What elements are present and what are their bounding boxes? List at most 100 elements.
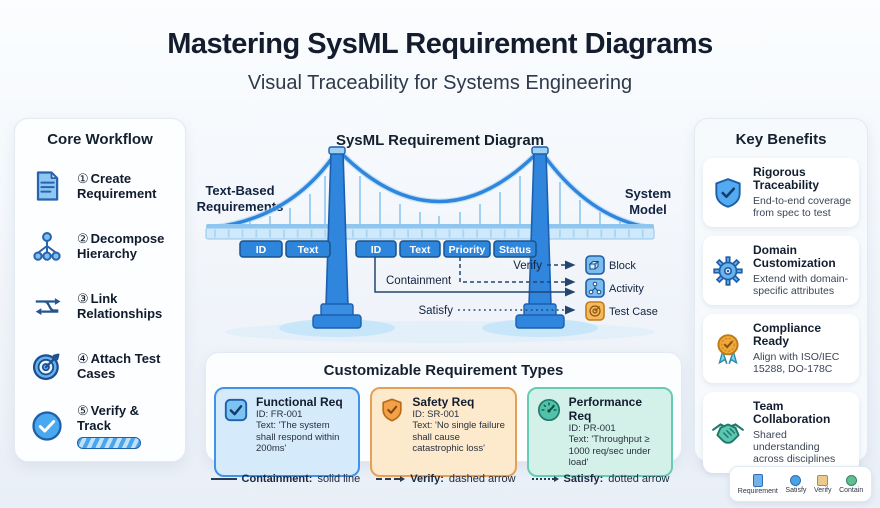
cell-text-left: Text xyxy=(298,244,319,256)
requirement-types-panel: Customizable Requirement Types Functiona… xyxy=(205,352,682,477)
progress-bar xyxy=(77,437,141,450)
dashed-arrow-2 xyxy=(459,257,576,287)
mini-legend-satisfy: Satisfy xyxy=(785,474,807,494)
bridge-diagram: ID Text ID Text Priority Status Containm… xyxy=(205,146,658,343)
benefits-list: Rigorous Traceability End-to-end coverag… xyxy=(695,148,867,483)
satisfy-circle-icon xyxy=(790,474,802,486)
cell-status: Status xyxy=(499,244,531,256)
benefit-card-compliance: Compliance Ready Align with ISO/IEC 1528… xyxy=(703,314,859,383)
system-model-label: System Model xyxy=(624,186,672,217)
benefit-title: Domain Customization xyxy=(753,243,836,271)
req-card-text: Text: 'The system shall respond within 2… xyxy=(256,420,340,455)
shield-check-icon xyxy=(715,177,741,208)
step-number: ④ xyxy=(77,350,89,366)
relationship-lines xyxy=(374,257,576,315)
req-card-title: Safety Req xyxy=(412,395,475,409)
req-card-id: ID: PR-001 xyxy=(568,423,616,434)
mini-legend-contain: Contain xyxy=(839,474,864,494)
requirement-doc-icon xyxy=(752,473,763,487)
mini-icon-legend: Requirement Satisfy Verify Contain xyxy=(729,466,872,502)
benefits-title: Key Benefits xyxy=(735,131,827,148)
containment-solid-line xyxy=(374,257,576,297)
target-activity-label: Activity xyxy=(609,283,644,295)
step-number: ③ xyxy=(77,290,89,306)
performance-req-card: Performance Req ID: PR-001 Text: 'Throug… xyxy=(526,387,673,477)
handshake-icon xyxy=(712,422,744,444)
legend-desc: dashed arrow xyxy=(448,473,516,485)
req-card-title: Functional Req xyxy=(256,395,343,409)
medal-icon xyxy=(717,333,739,364)
req-card-title: Performance Req xyxy=(568,395,643,423)
satisfy-label: Satisfy xyxy=(418,305,453,317)
legend-label: Satisfy: xyxy=(563,473,604,485)
gear-icon xyxy=(713,255,743,286)
solid-line-swatch xyxy=(210,478,237,480)
benefit-title: Rigorous Traceability xyxy=(753,165,820,193)
legend-label: Verify: xyxy=(410,473,444,485)
benefit-desc: Align with ISO/IEC 15288, DO-178C xyxy=(753,350,840,375)
requirement-table-cells: ID Text ID Text Priority Status xyxy=(239,240,537,258)
mini-label: Satisfy xyxy=(785,486,807,494)
containment-label: Containment xyxy=(386,275,452,287)
verify-square-icon xyxy=(817,474,829,486)
benefit-card-traceability: Rigorous Traceability End-to-end coverag… xyxy=(703,158,859,227)
mini-label: Contain xyxy=(839,486,864,494)
cell-text-right: Text xyxy=(410,244,431,256)
target-block-label: Block xyxy=(609,260,636,272)
verify-label: Verify xyxy=(513,260,542,272)
bridge-deck xyxy=(205,224,655,240)
legend-satisfy: Satisfy: dotted arrow xyxy=(531,473,670,485)
mini-label: Requirement xyxy=(737,487,778,495)
gauge-icon xyxy=(537,398,560,422)
test-case-glyph xyxy=(589,305,601,317)
mini-label: Verify xyxy=(814,486,832,494)
model-targets: Block Activity Test Case xyxy=(585,255,658,321)
cell-id-left: ID xyxy=(256,244,267,256)
legend-verify: Verify: dashed arrow xyxy=(376,473,516,485)
req-type-cards: Functional Req ID: FR-001 Text: 'The sys… xyxy=(206,379,681,477)
bridge-diagram-title: SysML Requirement Diagram xyxy=(335,132,545,149)
req-types-title: Customizable Requirement Types xyxy=(323,362,564,379)
bridge-towers xyxy=(312,146,565,329)
target-testcase-label: Test Case xyxy=(609,306,658,318)
benefit-desc: Extend with domain-specific attributes xyxy=(753,272,849,297)
safety-req-card: Safety Req ID: SR-001 Text: 'No single f… xyxy=(370,387,517,477)
benefit-title: Team Collaboration xyxy=(753,399,831,427)
legend-desc: solid line xyxy=(317,473,361,485)
hierarchy-icon xyxy=(33,232,61,261)
page-subtitle: Visual Traceability for Systems Engineer… xyxy=(247,72,633,94)
line-style-legend: Containment: solid line Verify: dashed a… xyxy=(0,473,880,485)
checkbox-icon xyxy=(224,398,248,422)
cell-id-right: ID xyxy=(371,244,382,256)
req-card-id: ID: SR-001 xyxy=(412,409,460,420)
contain-circle-icon xyxy=(845,474,857,486)
cell-priority: Priority xyxy=(449,244,486,256)
page-title: Mastering SysML Requirement Diagrams xyxy=(167,28,713,60)
target-icon xyxy=(32,353,60,381)
dotted-arrow-swatch xyxy=(531,476,559,482)
benefit-desc: End-to-end coverage from spec to test xyxy=(753,194,852,219)
activity-glyph xyxy=(588,281,602,295)
link-arrows-icon xyxy=(35,298,61,315)
workflow-title: Core Workflow xyxy=(47,131,153,148)
mini-legend-verify: Verify xyxy=(814,474,832,494)
functional-req-card: Functional Req ID: FR-001 Text: 'The sys… xyxy=(214,387,361,477)
document-icon xyxy=(36,171,59,201)
suspension-cables xyxy=(208,151,654,231)
legend-desc: dotted arrow xyxy=(608,473,670,485)
step-number: ① xyxy=(77,170,89,186)
shield-icon xyxy=(382,398,402,422)
step-number: ② xyxy=(77,230,89,246)
req-card-text: Text: 'No single failure shall cause cat… xyxy=(412,420,505,455)
key-benefits-panel: Key Benefits Rigorous Traceability End-t… xyxy=(694,118,868,474)
